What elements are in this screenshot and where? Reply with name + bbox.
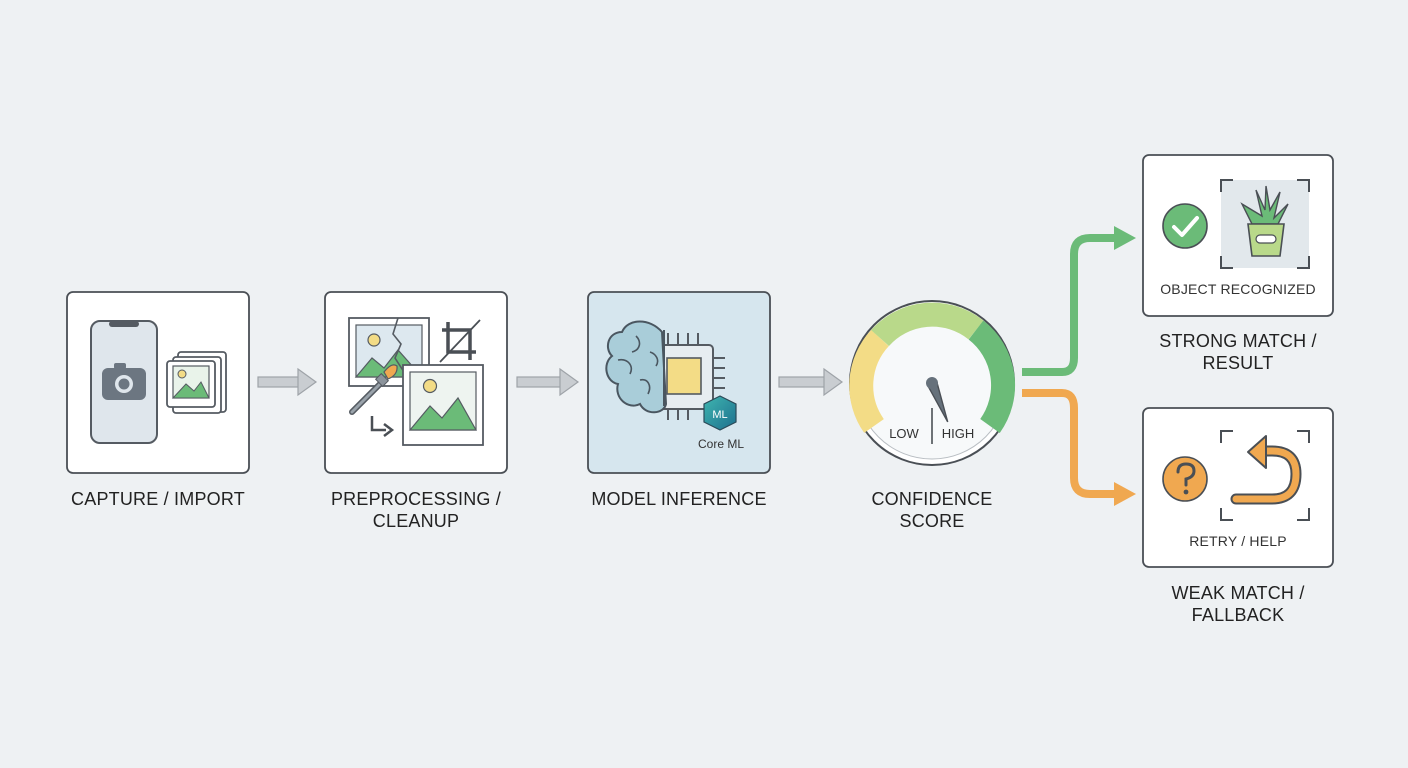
redo-arrow-icon	[370, 416, 395, 437]
gauge-low-label: LOW	[889, 426, 919, 441]
torn-photo-icon	[348, 317, 430, 387]
stage-label-capture: CAPTURE / IMPORT	[48, 488, 268, 510]
stage-label-line: CAPTURE / IMPORT	[71, 489, 245, 509]
outcome-label-line: RESULT	[1202, 353, 1274, 373]
arrow-to-strong-match	[1022, 226, 1136, 376]
crop-icon	[439, 319, 481, 363]
stage-label-inference: MODEL INFERENCE	[569, 488, 789, 510]
outcome-label-weak: WEAK MATCH / FALLBACK	[1128, 582, 1348, 626]
stage-label-line: PREPROCESSING /	[330, 489, 502, 509]
phone-camera-icon	[90, 320, 158, 444]
outcome-label-line: WEAK MATCH /	[1171, 583, 1305, 603]
brain-icon	[605, 320, 668, 414]
photo-stack-icon	[166, 351, 227, 414]
strong-match-caption: OBJECT RECOGNIZED	[1160, 281, 1316, 297]
arrow-preprocess-to-inference	[516, 367, 580, 397]
arrow-capture-to-preprocess	[257, 367, 318, 397]
stage-label-line: CLEANUP	[372, 511, 460, 531]
question-circle-icon	[1162, 456, 1208, 502]
arrow-to-weak-match	[1022, 389, 1136, 506]
stage-label-line: CONFIDENCE	[871, 489, 993, 509]
stage-label-line: SCORE	[899, 511, 965, 531]
coreml-logo-icon: ML	[703, 395, 737, 431]
weak-match-caption: RETRY / HELP	[1189, 533, 1287, 549]
outcome-label-line: STRONG MATCH /	[1159, 331, 1317, 351]
stage-label-confidence: CONFIDENCE SCORE	[822, 488, 1042, 532]
clean-photo-icon	[402, 364, 484, 446]
stage-label-line: MODEL INFERENCE	[591, 489, 767, 509]
coreml-badge-glyph: ML	[712, 409, 727, 421]
retry-arrow-icon	[1220, 430, 1310, 521]
gauge-high-label: HIGH	[942, 426, 975, 441]
check-circle-icon	[1162, 203, 1208, 249]
arrow-inference-to-confidence	[778, 367, 844, 397]
stage-label-preprocess: PREPROCESSING / CLEANUP	[306, 488, 526, 532]
chip-icon	[654, 333, 725, 420]
coreml-label: Core ML	[698, 437, 744, 451]
paintbrush-icon	[349, 364, 398, 415]
plant-scan-icon	[1220, 179, 1310, 269]
confidence-gauge: LOW HIGH	[849, 300, 1015, 466]
outcome-label-line: FALLBACK	[1191, 605, 1285, 625]
outcome-label-strong: STRONG MATCH / RESULT	[1128, 330, 1348, 374]
